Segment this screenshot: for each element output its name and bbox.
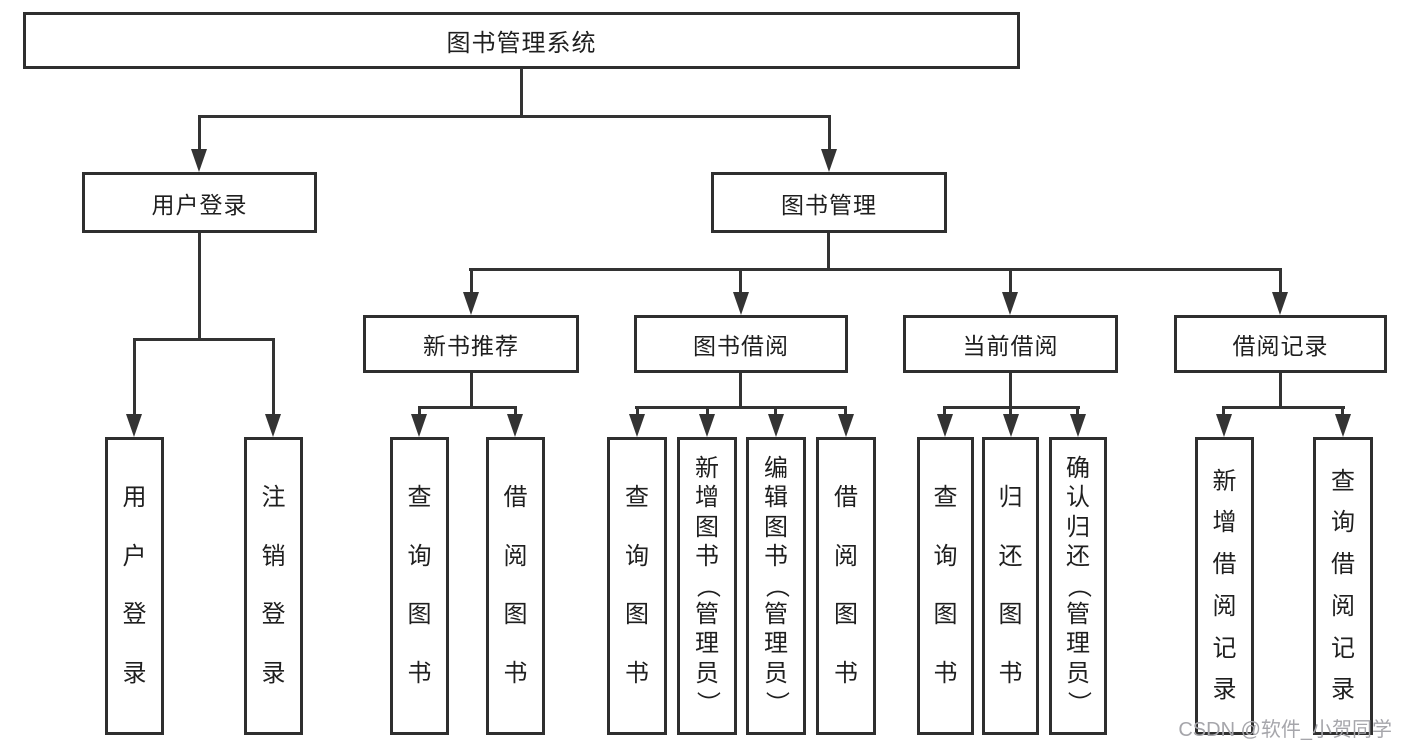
arrow-down-icon [265,414,281,437]
node-current-borrow: 当前借阅 [903,315,1118,373]
leaf-query-books-borrow-label: 查询图书 [625,484,649,687]
arrow-down-icon [1002,292,1018,315]
arrow-down-icon [733,292,749,315]
leaf-logout-label: 注销登录 [261,484,286,687]
leaf-borrow-books-recommend: 借阅图书 [486,437,545,735]
leaf-confirm-return-admin: 确认归还（管理员） [1049,437,1107,735]
connector-user-login-shaft [198,115,201,151]
leaf-return-book-label: 归还图书 [998,484,1023,687]
connector-leaf-shaft [636,406,639,418]
connector-l3d-crossbar [1222,406,1345,409]
connector-leaf-shaft [774,406,777,418]
connector-book-mgmt-crossbar [469,268,1282,271]
connector-user-login-crossbar [133,338,275,341]
connector-leaf-shaft [1341,406,1344,418]
leaf-query-books-recommend: 查询图书 [390,437,449,735]
connector-l3a-crossbar [418,406,517,409]
arrow-down-icon [507,414,523,437]
connector-root-stem [520,68,523,118]
connector-l3c-stem [1009,373,1012,409]
arrow-down-icon [1003,414,1019,437]
node-user-login-label: 用户登录 [151,191,248,218]
connector-leaf-shaft [133,338,136,416]
connector-leaf-shaft [272,338,275,416]
leaf-query-borrow-record: 查询借阅记录 [1313,437,1373,735]
connector-l3-shaft [739,268,742,296]
node-root-label: 图书管理系统 [446,30,597,57]
leaf-query-borrow-record-label: 查询借阅记录 [1331,467,1355,704]
leaf-query-books-borrow: 查询图书 [607,437,667,735]
connector-leaf-shaft [1009,406,1012,418]
node-book-management-label: 图书管理 [781,191,877,218]
arrow-down-icon [821,149,837,172]
leaf-borrow-books-borrow: 借阅图书 [816,437,876,735]
node-borrow-records: 借阅记录 [1174,315,1387,373]
arrow-down-icon [1335,414,1351,437]
node-user-login: 用户登录 [82,172,317,233]
leaf-borrow-books-borrow-label: 借阅图书 [834,484,858,687]
arrow-down-icon [411,414,427,437]
leaf-logout: 注销登录 [244,437,303,735]
leaf-add-book-admin-label: 新增图书（管理员） [694,455,721,715]
connector-l3-shaft [1009,268,1012,296]
node-new-book-recommend: 新书推荐 [363,315,579,373]
connector-leaf-shaft [943,406,946,418]
connector-l3b-stem [739,373,742,409]
leaf-edit-book-admin: 编辑图书（管理员） [746,437,806,735]
connector-leaf-shaft [514,406,517,418]
leaf-query-books-current: 查询图书 [917,437,974,735]
watermark: CSDN @软件_小贺同学 [1178,719,1392,741]
leaf-return-book: 归还图书 [982,437,1039,735]
connector-l3b-crossbar [635,406,847,409]
leaf-add-borrow-record-label: 新增借阅记录 [1212,467,1237,704]
leaf-user-login: 用户登录 [105,437,164,735]
node-book-management: 图书管理 [711,172,947,233]
connector-leaf-shaft [418,406,421,418]
arrow-down-icon [629,414,645,437]
arrow-down-icon [463,292,479,315]
arrow-down-icon [699,414,715,437]
connector-l3-shaft [470,268,473,296]
node-borrow-records-label: 借阅记录 [1232,333,1329,359]
arrow-down-icon [191,149,207,172]
leaf-query-books-recommend-label: 查询图书 [407,484,432,687]
arrow-down-icon [126,414,142,437]
connector-leaf-shaft [1222,406,1225,418]
node-book-borrow: 图书借阅 [634,315,848,373]
arrow-down-icon [937,414,953,437]
leaf-borrow-books-recommend-label: 借阅图书 [503,484,528,687]
connector-book-mgmt-shaft [828,115,831,151]
connector-l3d-stem [1279,373,1282,409]
connector-root-crossbar [198,115,831,118]
arrow-down-icon [1070,414,1086,437]
node-new-book-recommend-label: 新书推荐 [423,333,519,359]
leaf-add-book-admin: 新增图书（管理员） [677,437,737,735]
arrow-down-icon [1216,414,1232,437]
connector-book-mgmt-stem [827,233,830,271]
arrow-down-icon [838,414,854,437]
leaf-edit-book-admin-label: 编辑图书（管理员） [763,455,790,715]
connector-l3a-stem [470,373,473,409]
node-root: 图书管理系统 [23,12,1020,69]
arrow-down-icon [1272,292,1288,315]
connector-l3-shaft [1279,268,1282,296]
arrow-down-icon [768,414,784,437]
leaf-add-borrow-record: 新增借阅记录 [1195,437,1254,735]
node-current-borrow-label: 当前借阅 [962,333,1059,359]
leaf-user-login-label: 用户登录 [122,484,147,687]
connector-leaf-shaft [1076,406,1079,418]
connector-user-login-stem [198,233,201,341]
connector-leaf-shaft [706,406,709,418]
node-book-borrow-label: 图书借阅 [693,333,789,359]
leaf-query-books-current-label: 查询图书 [933,484,958,687]
connector-leaf-shaft [844,406,847,418]
leaf-confirm-return-admin-label: 确认归还（管理员） [1065,455,1092,715]
